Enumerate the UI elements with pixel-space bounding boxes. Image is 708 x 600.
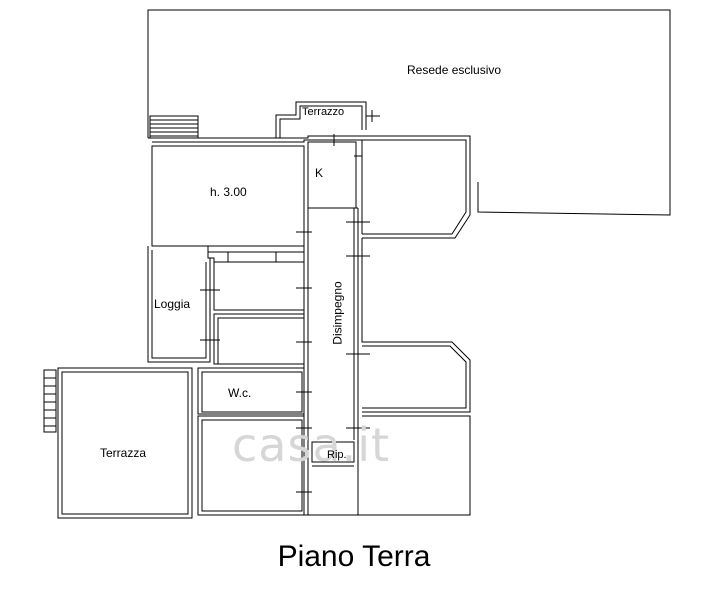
label-terrazza: Terrazza bbox=[100, 446, 147, 460]
label-loggia: Loggia bbox=[154, 297, 191, 311]
label-height: h. 3.00 bbox=[210, 185, 247, 199]
watermark: casa.it bbox=[232, 418, 391, 472]
room-wc bbox=[197, 367, 305, 415]
room-mid-2 bbox=[213, 313, 305, 365]
label-disimpegno: Disimpegno bbox=[330, 281, 345, 345]
room-terrazza bbox=[57, 367, 193, 519]
outer-wall-north bbox=[148, 135, 471, 239]
label-kitchen: K bbox=[315, 166, 324, 180]
floor-title: Piano Terra bbox=[277, 540, 431, 573]
label-rip: Rip. bbox=[327, 449, 347, 461]
label-terrazzo: Terrazzo bbox=[302, 106, 345, 118]
stairs-left bbox=[43, 369, 57, 433]
door-marks bbox=[200, 134, 370, 493]
resede-boundary bbox=[147, 9, 671, 216]
stairs-top-steps bbox=[150, 119, 198, 137]
room-loggia bbox=[147, 246, 211, 363]
label-resede: Resede esclusivo bbox=[407, 63, 502, 77]
stairs-top bbox=[149, 115, 199, 139]
room-rip bbox=[311, 441, 355, 463]
room-main bbox=[151, 145, 305, 247]
terrazzo-outline bbox=[275, 101, 367, 138]
label-wc: W.c. bbox=[228, 386, 252, 400]
room-mid-1 bbox=[213, 261, 305, 311]
